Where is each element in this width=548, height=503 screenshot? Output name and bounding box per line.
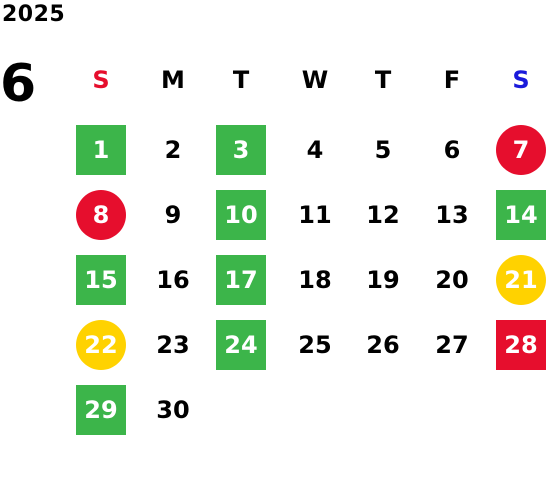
day-cell: 21 xyxy=(496,255,546,305)
day-cell: 6 xyxy=(443,136,461,164)
day-cell: 17 xyxy=(216,255,266,305)
day-cell: 1 xyxy=(76,125,126,175)
weekday-label: W xyxy=(301,66,329,94)
day-cell: 7 xyxy=(496,125,546,175)
day-cell: 8 xyxy=(76,190,126,240)
day-cell: 30 xyxy=(156,396,190,424)
day-cell: 24 xyxy=(216,320,266,370)
day-cell: 11 xyxy=(298,201,332,229)
day-cell: 28 xyxy=(496,320,546,370)
day-cell: 23 xyxy=(156,331,190,359)
day-cell: 22 xyxy=(76,320,126,370)
day-cell: 29 xyxy=(76,385,126,435)
weekday-label: M xyxy=(161,66,185,94)
day-cell: 16 xyxy=(156,266,190,294)
day-cell: 4 xyxy=(306,136,324,164)
day-cell: 27 xyxy=(435,331,469,359)
weekday-label: T xyxy=(232,66,250,94)
weekday-label: T xyxy=(374,66,392,94)
day-cell: 3 xyxy=(216,125,266,175)
day-cell: 20 xyxy=(435,266,469,294)
day-cell: 2 xyxy=(164,136,182,164)
weekday-label: F xyxy=(443,66,461,94)
day-cell: 10 xyxy=(216,190,266,240)
day-cell: 5 xyxy=(374,136,392,164)
year-label: 2025 xyxy=(2,2,66,27)
day-cell: 9 xyxy=(164,201,182,229)
month-number: 6 xyxy=(0,54,37,114)
weekday-label: S xyxy=(92,66,110,94)
day-cell: 13 xyxy=(435,201,469,229)
weekday-label: S xyxy=(512,66,530,94)
day-cell: 25 xyxy=(298,331,332,359)
day-cell: 26 xyxy=(366,331,400,359)
day-cell: 14 xyxy=(496,190,546,240)
day-cell: 12 xyxy=(366,201,400,229)
day-cell: 18 xyxy=(298,266,332,294)
day-cell: 19 xyxy=(366,266,400,294)
day-cell: 15 xyxy=(76,255,126,305)
